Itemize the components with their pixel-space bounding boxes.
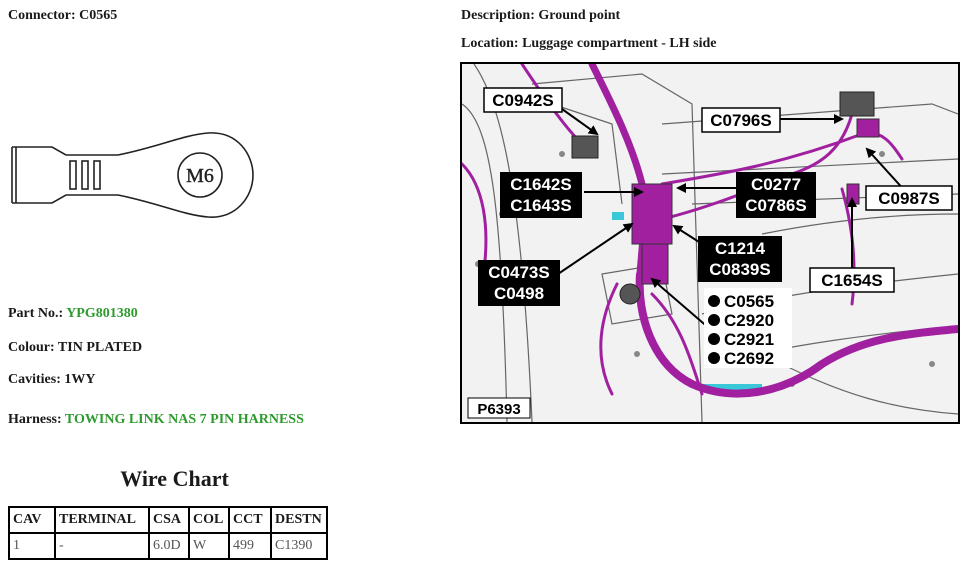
harness-value: TOWING LINK NAS 7 PIN HARNESS	[64, 412, 304, 427]
label-c1654s: C1654S	[809, 267, 895, 293]
location-figure: C0942S C0796S C1642S C1643S C0277 C0786S…	[460, 62, 960, 424]
part-no-line: Part No.: YPG801380	[8, 306, 138, 322]
colour-label: Colour:	[8, 340, 55, 355]
svg-text:C1654S: C1654S	[821, 271, 882, 290]
header-cav: CAV	[8, 506, 56, 534]
wire-chart-header-row: CAV TERMINAL CSA COL CCT DESTN	[8, 506, 328, 534]
harness-line: Harness: TOWING LINK NAS 7 PIN HARNESS	[8, 412, 304, 428]
label-c0277-c0786s: C0277 C0786S	[736, 172, 816, 218]
description-line: Description: Ground point	[461, 8, 620, 24]
colour-line: Colour: TIN PLATED	[8, 340, 142, 356]
svg-text:C0565: C0565	[724, 292, 774, 311]
header-col: COL	[188, 506, 230, 534]
svg-text:C0987S: C0987S	[878, 189, 939, 208]
label-c0796s: C0796S	[701, 107, 781, 133]
connector-line: Connector: C0565	[8, 8, 117, 24]
label-c0473s-c0498: C0473S C0498	[478, 260, 560, 306]
svg-text:C2920: C2920	[724, 311, 774, 330]
cavities-line: Cavities: 1WY	[8, 372, 96, 388]
svg-text:C0473S: C0473S	[488, 263, 549, 282]
svg-text:C0498: C0498	[494, 284, 544, 303]
description-label: Description:	[461, 8, 535, 23]
svg-text:C0786S: C0786S	[745, 196, 806, 215]
label-ground-group: C0565 C2920 C2921 C2692	[704, 288, 792, 368]
svg-text:P6393: P6393	[477, 401, 520, 418]
cell-csa: 6.0D	[148, 532, 190, 560]
part-no-label: Part No.:	[8, 306, 64, 321]
svg-text:C2921: C2921	[724, 330, 774, 349]
label-c1214-c0839s: C1214 C0839S	[698, 236, 782, 282]
header-terminal: TERMINAL	[54, 506, 150, 534]
header-csa: CSA	[148, 506, 190, 534]
svg-text:C2692: C2692	[724, 349, 774, 368]
cell-destn: C1390	[270, 532, 328, 560]
svg-text:C1214: C1214	[715, 239, 766, 258]
location-label: Location:	[461, 36, 519, 51]
svg-text:C0839S: C0839S	[709, 260, 770, 279]
wire-chart-table: CAV TERMINAL CSA COL CCT DESTN 1 - 6.0D …	[8, 506, 328, 560]
header-cct: CCT	[228, 506, 272, 534]
cell-terminal: -	[54, 532, 150, 560]
location-value: Luggage compartment - LH side	[522, 36, 717, 51]
label-c0942s: C0942S	[483, 87, 563, 113]
cavities-label: Cavities:	[8, 372, 61, 387]
harness-label: Harness:	[8, 412, 62, 427]
label-c1642s-c1643s: C1642S C1643S	[500, 172, 582, 218]
ring-terminal-drawing: M6	[11, 132, 254, 218]
cell-cav: 1	[8, 532, 56, 560]
svg-text:C0942S: C0942S	[492, 91, 553, 110]
description-value: Ground point	[538, 8, 621, 23]
colour-value: TIN PLATED	[57, 340, 143, 355]
cell-cct: 499	[228, 532, 272, 560]
svg-text:C1643S: C1643S	[510, 196, 571, 215]
svg-text:C0277: C0277	[751, 175, 801, 194]
cavities-value: 1WY	[64, 372, 96, 387]
stud-size-label: M6	[186, 165, 214, 187]
part-no-value: YPG801380	[66, 306, 138, 321]
location-line: Location: Luggage compartment - LH side	[461, 36, 717, 52]
svg-text:C0796S: C0796S	[710, 111, 771, 130]
svg-text:C1642S: C1642S	[510, 175, 571, 194]
wire-chart-title: Wire Chart	[120, 466, 229, 491]
connector-value: C0565	[79, 8, 118, 23]
table-row: 1 - 6.0D W 499 C1390	[8, 532, 328, 560]
figure-reference: P6393	[467, 397, 531, 419]
cell-col: W	[188, 532, 230, 560]
location-figure-drawing: C0942S C0796S C1642S C1643S C0277 C0786S…	[462, 64, 958, 422]
connector-label: Connector:	[8, 8, 76, 23]
label-c0987s: C0987S	[865, 185, 953, 211]
header-destn: DESTN	[270, 506, 328, 534]
